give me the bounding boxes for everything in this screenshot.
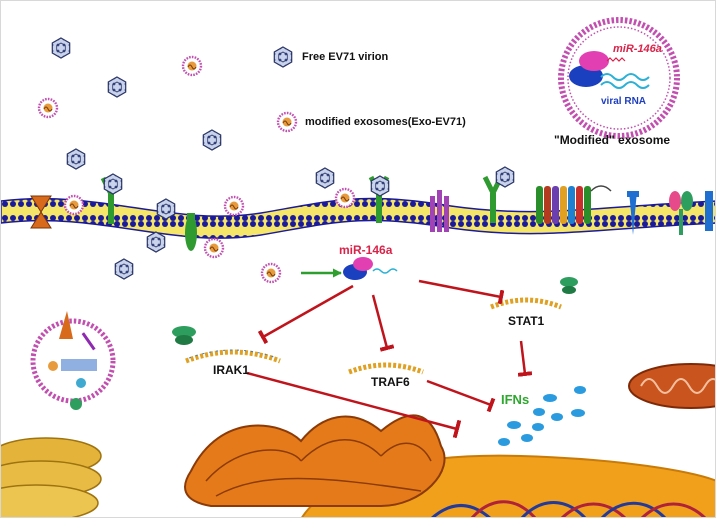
stat1-mrna bbox=[490, 297, 562, 310]
endoplasmic-reticulum bbox=[1, 437, 102, 517]
inhibit-traf6-line bbox=[371, 294, 395, 352]
free-exosomes bbox=[37, 55, 356, 284]
ribosome-icon bbox=[172, 326, 196, 345]
legend-exosome-label: modified exosomes(Exo-EV71) bbox=[305, 116, 466, 128]
inset-rna-label: viral RNA bbox=[601, 96, 647, 107]
irak1-label: IRAK1 bbox=[213, 363, 250, 377]
irak1-mrna bbox=[185, 349, 281, 364]
irak1-to-ifns-line bbox=[246, 371, 462, 439]
inset-caption: "Modified" exosome bbox=[554, 133, 671, 147]
membrane-receptors bbox=[30, 175, 713, 251]
stat1-label: STAT1 bbox=[508, 314, 545, 328]
ribosome-icon bbox=[560, 277, 578, 294]
cell-membrane bbox=[1, 197, 715, 239]
inhibit-irak1-line bbox=[257, 284, 354, 345]
golgi-apparatus bbox=[184, 414, 446, 507]
ifns-label: IFNs bbox=[501, 392, 530, 407]
inset-mirna-label: miR-146a bbox=[613, 43, 662, 55]
endosome-with-exosome bbox=[30, 311, 116, 410]
mirna-label: miR-146a bbox=[339, 243, 393, 257]
ifn-particles bbox=[498, 386, 586, 446]
legend-virion-label: Free EV71 virion bbox=[302, 51, 389, 63]
traf6-to-ifns-line bbox=[426, 379, 496, 413]
modified-exosome-inset bbox=[558, 17, 680, 139]
inhibit-stat1-line bbox=[418, 279, 505, 305]
traf6-label: TRAF6 bbox=[371, 375, 410, 389]
mitochondrion bbox=[628, 363, 715, 409]
legend-virion-icon bbox=[273, 46, 293, 68]
stat1-to-ifns-line bbox=[517, 340, 533, 377]
mirna-complex-icon bbox=[343, 257, 398, 280]
legend-exosome-icon bbox=[276, 111, 298, 133]
traf6-mrna bbox=[348, 362, 424, 375]
free-virions bbox=[51, 37, 515, 280]
